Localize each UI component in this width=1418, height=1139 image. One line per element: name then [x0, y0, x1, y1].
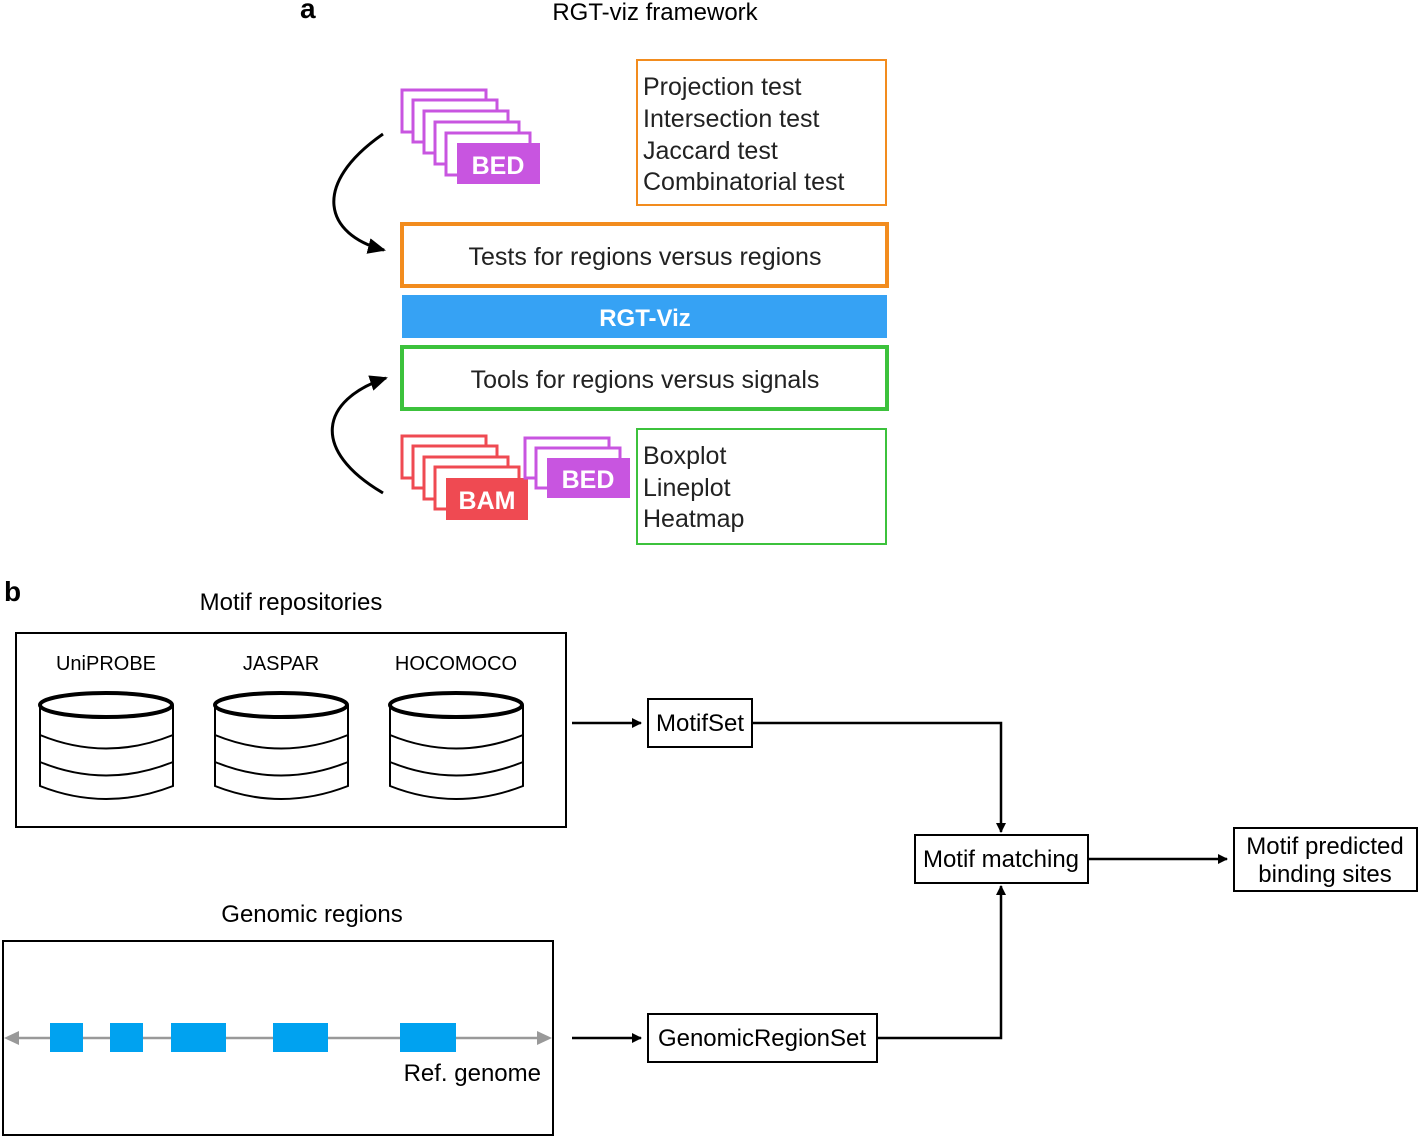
panel-a: a RGT-viz framework BED Projection test … [300, 0, 889, 545]
repository-name: UniPROBE [56, 653, 156, 675]
motifset-label: MotifSet [656, 710, 744, 737]
genomic-region-block [273, 1023, 328, 1052]
plots-list-item: Lineplot [643, 474, 731, 502]
bed-label-top: BED [472, 152, 525, 180]
bed-file-stack-top: BED [400, 88, 540, 184]
panel-b: b Motif repositories UniPROBE JASPAR HOC… [2, 576, 1418, 1136]
tests-list-item: Intersection test [643, 105, 820, 133]
ref-genome-label: Ref. genome [404, 1060, 541, 1087]
panel-a-label: a [300, 0, 316, 24]
bed-card-front [547, 458, 630, 498]
bed-card-front [457, 143, 540, 184]
bed-label-bottom: BED [562, 466, 615, 494]
bam-file-stack: BAM [400, 434, 528, 520]
tests-list-item: Combinatorial test [643, 168, 845, 196]
repository-name: JASPAR [243, 653, 319, 675]
genomic-region-set-label: GenomicRegionSet [658, 1025, 866, 1052]
tests-list-item: Jaccard test [643, 137, 778, 165]
axis-arrow-left [4, 1031, 19, 1045]
genomic-regions-box [2, 940, 554, 1136]
genomic-region-set-box [647, 1013, 878, 1063]
curved-arrow-to-tests [332, 132, 386, 254]
repository-name: HOCOMOCO [395, 653, 517, 675]
database-icon [38, 691, 174, 800]
genomic-region-block [50, 1023, 83, 1052]
motif-repositories-title: Motif repositories [200, 589, 383, 616]
motif-matching-label: Motif matching [923, 846, 1079, 873]
binding-sites-box [1233, 827, 1418, 892]
bam-label: BAM [459, 487, 516, 515]
tools-regions-label: Tools for regions versus signals [471, 366, 820, 394]
genomic-region-block [171, 1023, 226, 1052]
genomic-regions-title: Genomic regions [221, 901, 402, 928]
bed-file-stack-bottom: BED [523, 436, 630, 498]
tests-regions-box [400, 222, 889, 288]
tests-regions-label: Tests for regions versus regions [469, 243, 822, 271]
panel-b-label: b [4, 576, 21, 607]
genomic-region-block [400, 1023, 456, 1052]
motif-repositories-box [15, 632, 567, 828]
arrow-motifset-to-matching [752, 721, 1006, 833]
tests-list-item: Projection test [643, 73, 801, 101]
panel-a-title: RGT-viz framework [552, 0, 758, 26]
plots-list-box [636, 428, 887, 545]
axis-arrow-right [537, 1031, 552, 1045]
rgt-viz-label: RGT-Viz [599, 305, 691, 332]
genomic-region-block [110, 1023, 143, 1052]
database-icon [213, 691, 349, 800]
tools-regions-box [400, 345, 889, 411]
rgt-viz-bar [402, 295, 887, 338]
bam-card-front [446, 478, 528, 520]
plots-list-item: Heatmap [643, 505, 744, 533]
plots-list-item: Boxplot [643, 442, 726, 470]
arrow-regionset-to-matching [877, 885, 1006, 1040]
database-icon [388, 691, 524, 800]
tests-list-box [636, 59, 887, 206]
curved-arrow-to-tools [330, 375, 388, 495]
binding-sites-label-line: binding sites [1258, 861, 1391, 888]
binding-sites-label-line: Motif predicted [1246, 833, 1403, 860]
